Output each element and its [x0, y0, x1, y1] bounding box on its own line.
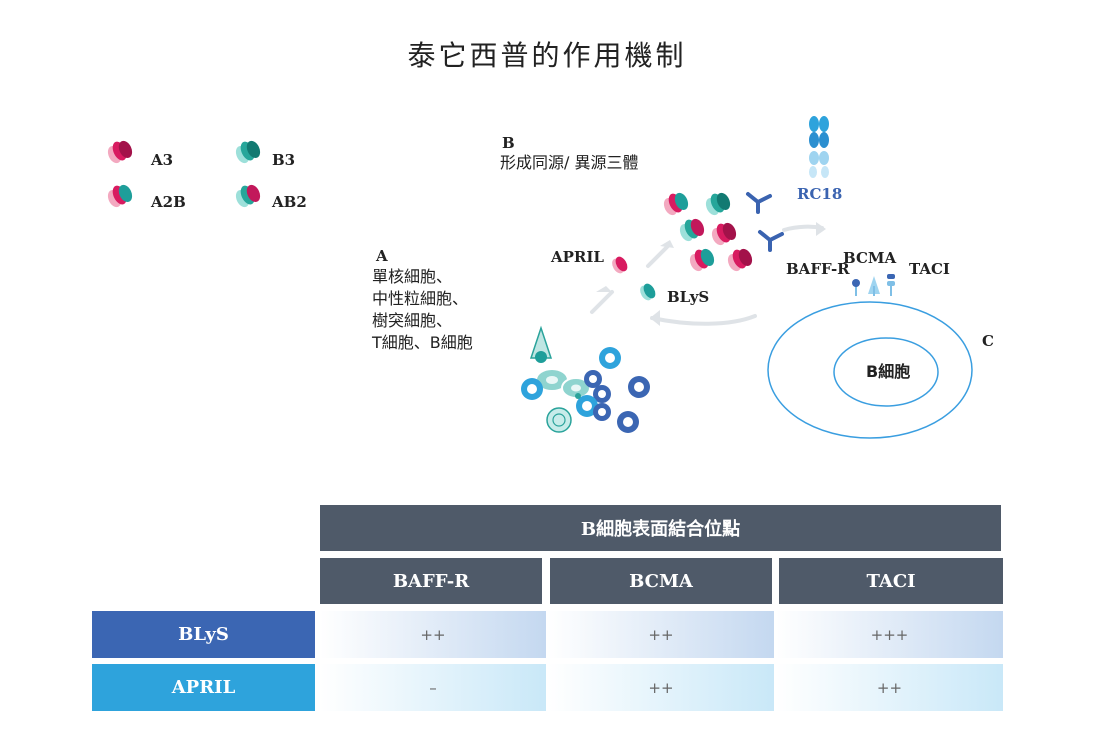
- table-group-header: B細胞表面結合位點: [320, 505, 1001, 551]
- table-cell: –: [320, 664, 546, 711]
- arrow-up-2: [646, 244, 670, 268]
- b3-trimer-icon: [235, 140, 261, 164]
- table-cell: ++: [548, 611, 774, 658]
- section-b-description: 形成同源∕ 異源三體: [500, 153, 639, 172]
- legend-label-a2b: A2B: [151, 193, 186, 211]
- antibody-fragment-icons: [746, 192, 784, 252]
- column-header-taci: TACI: [779, 558, 1003, 604]
- cell-type-line: 樹突細胞、: [372, 311, 453, 330]
- section-b-letter: B: [502, 134, 515, 152]
- mechanism-diagram: [521, 116, 973, 439]
- rc18-fusion-protein-icon: [809, 116, 829, 178]
- april-ligand-icon: [612, 256, 628, 274]
- b-cell-nucleus: [833, 337, 939, 407]
- bcma-label: BCMA: [843, 249, 897, 267]
- bcma-receptor-icon: [868, 276, 880, 294]
- arrow-back: [650, 314, 757, 326]
- table-cell: +++: [776, 611, 1003, 658]
- a2b-trimer-icon: [107, 184, 133, 208]
- cell-type-line: 單核細胞、: [372, 267, 453, 286]
- trimer-cluster: [663, 192, 753, 272]
- immune-cell-cluster: [521, 325, 650, 433]
- section-a-cell-list: 單核細胞、 中性粒細胞、 樹突細胞、 T細胞、B細胞: [372, 266, 473, 354]
- cell-type-line: T細胞、B細胞: [372, 333, 473, 352]
- column-header-baff-r: BAFF-R: [320, 558, 542, 604]
- b-cell-label: B細胞: [866, 362, 911, 381]
- table-cell: ++: [776, 664, 1003, 711]
- taci-receptor-icon: [887, 274, 895, 279]
- table-cell: ++: [320, 611, 546, 658]
- table-cell: ++: [548, 664, 774, 711]
- receptors: [852, 274, 895, 296]
- blys-ligand-icon: [640, 283, 656, 301]
- row-header-april: APRIL: [92, 664, 315, 711]
- flow-arrows: [590, 222, 826, 326]
- section-c-letter: C: [982, 332, 994, 350]
- cell-type-line: 中性粒細胞、: [372, 289, 469, 308]
- a3-trimer-icon: [107, 140, 133, 164]
- legend-label-ab2: AB2: [272, 193, 307, 211]
- legend-label-b3: B3: [272, 151, 296, 169]
- arrow-up-1: [590, 290, 614, 314]
- blys-label: BLyS: [667, 288, 710, 306]
- section-a-letter: A: [376, 247, 388, 265]
- row-header-blys: BLyS: [92, 611, 315, 658]
- ab2-trimer-icon: [235, 184, 261, 208]
- column-header-bcma: BCMA: [550, 558, 772, 604]
- april-label: APRIL: [551, 248, 604, 266]
- rc18-label: RC18: [797, 185, 843, 203]
- legend-label-a3: A3: [151, 151, 174, 169]
- baff-r-receptor-icon: [852, 279, 860, 287]
- b-cell-membrane: [767, 301, 973, 439]
- page-title: 泰它西普的作用機制: [407, 39, 687, 72]
- taci-label: TACI: [909, 260, 950, 278]
- baff-r-label: BAFF-R: [786, 260, 850, 278]
